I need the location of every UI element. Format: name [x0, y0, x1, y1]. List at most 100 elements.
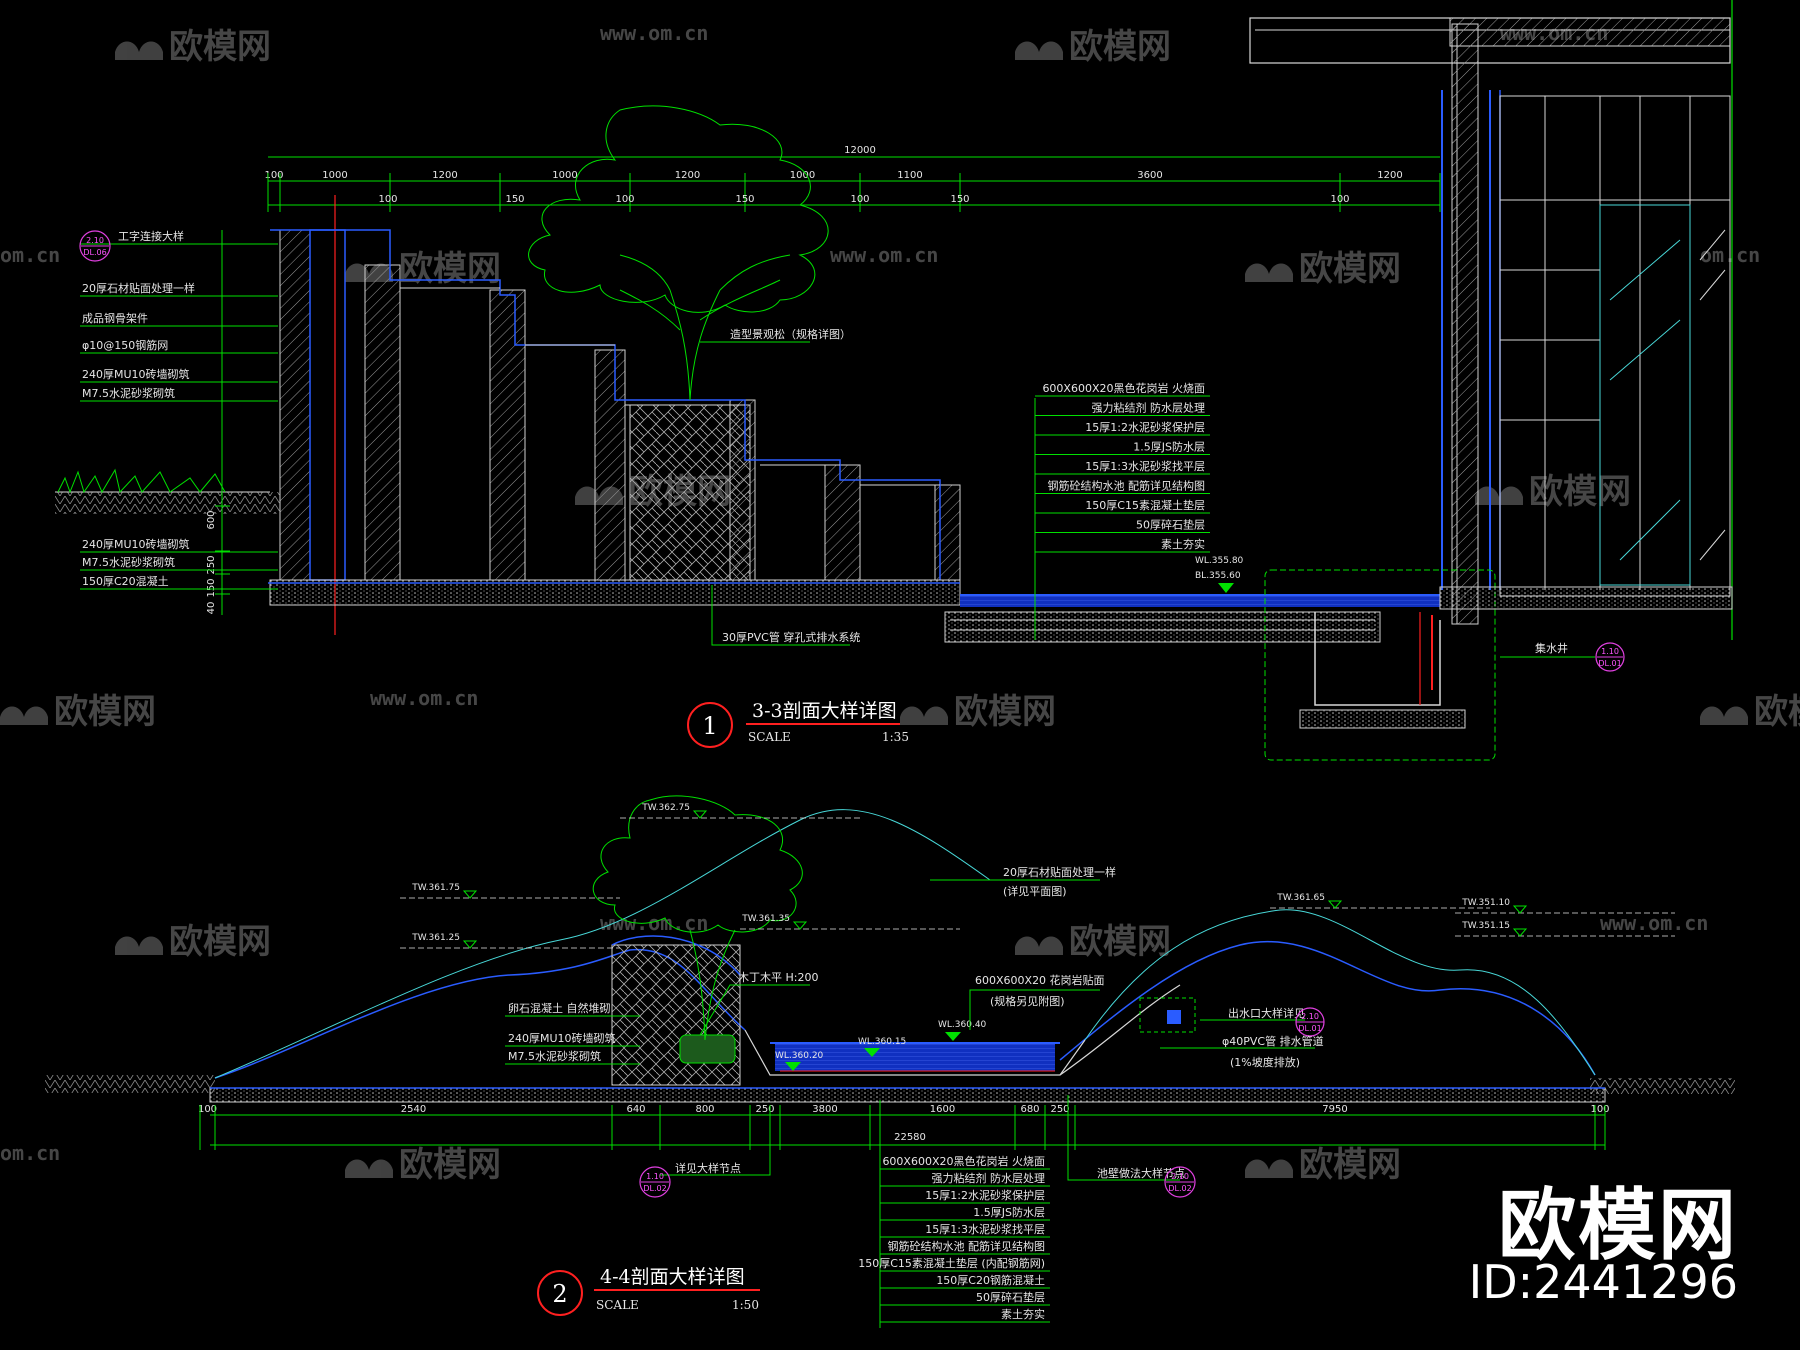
dimension-label-small: 100: [615, 194, 634, 205]
step-wall-1: [364, 264, 401, 581]
watermark-logo: 欧模网: [1475, 472, 1631, 512]
left-label: 成品钢骨架件: [82, 312, 148, 325]
watermark-text: 欧模网: [169, 922, 271, 962]
dimension-label-vertical: 600: [206, 510, 217, 529]
roof-hatch: [1449, 17, 1731, 47]
section2-material-label: 600X600X20黑色花岗岩 火烧面: [882, 1154, 1045, 1168]
watermark-text: 欧模网: [954, 692, 1056, 732]
dimension-label: 1100: [897, 170, 922, 181]
shrub: [679, 1034, 736, 1064]
watermark-logo: 欧模网: [115, 922, 271, 962]
left-label: M7.5水泥砂浆砌筑: [82, 386, 175, 400]
watermark-url: www.om.cn: [1600, 911, 1708, 935]
outlet-box: [1167, 1010, 1181, 1024]
dimension-label-small: 150: [505, 194, 524, 205]
dimension-label-vertical: 40: [206, 602, 217, 615]
material-label: 15厚1:2水泥砂浆保护层: [1085, 420, 1205, 434]
svg-text:2.10: 2.10: [86, 236, 104, 245]
detail-tag-bottom-left: [639, 1166, 671, 1198]
step-wall-5: [934, 484, 961, 581]
watermark-logo: 欧模网: [1700, 692, 1800, 732]
elevation-callouts: TW.362.75TW.361.75TW.361.25TW.361.35TW.3…: [400, 803, 1675, 949]
elevation-marker-pool-3: [945, 1032, 961, 1041]
dimension-total: 12000: [844, 145, 876, 156]
dimension-label-small: 100: [378, 194, 397, 205]
section2-title: 4-4剖面大样详图: [600, 1266, 745, 1288]
watermark-text: 欧模网: [399, 1145, 501, 1185]
watermark-logo: 欧模网: [1015, 922, 1171, 962]
dimension-label: 1200: [1377, 170, 1402, 181]
left-boundary-wall: [279, 229, 311, 581]
pool-level-3: WL.360.40: [938, 1020, 987, 1030]
left-label: φ10@150钢筋网: [82, 338, 168, 352]
pool-water: [960, 595, 1440, 607]
mound-right-cyan: [1084, 909, 1596, 1076]
dimension-label: 100: [264, 170, 283, 181]
section2-left-label: 卵石混凝土 自然堆砌: [508, 1001, 611, 1015]
scale-label: SCALE: [748, 730, 791, 744]
section2-material-label: 15厚1:3水泥砂浆找平层: [925, 1222, 1045, 1236]
watermark-text: 欧模网: [1754, 692, 1800, 732]
section2-material-label: 钢筋砼结构水池 配筋详见结构图: [888, 1239, 1046, 1253]
left-label-lower: M7.5水泥砂浆砌筑: [82, 555, 175, 569]
left-label-lower: 240厚MU10砖墙砌筑: [82, 537, 190, 551]
section2-number: 2: [552, 1280, 567, 1308]
mound-left-cyan: [214, 809, 991, 1079]
dimension-label: 1000: [552, 170, 577, 181]
outlet-detail-boundary: [1139, 997, 1196, 1033]
dimension-label-2: 800: [695, 1104, 714, 1115]
section-4-4-detail: WL.360.20 WL.360.15 WL.360.40 TW.362.75T…: [45, 795, 1735, 1328]
material-label: 50厚碎石垫层: [1136, 518, 1205, 532]
grass-tufts: [57, 468, 226, 494]
elevation-label: TW.361.35: [741, 914, 790, 924]
tree-drawing: [528, 105, 829, 401]
elevation-label: TW.361.75: [411, 883, 460, 893]
section2-scale-value: 1:50: [732, 1298, 759, 1312]
bottom-level-label: BL.355.60: [1195, 571, 1241, 581]
sump-outline: [1314, 612, 1441, 706]
dimension-label-2: 1600: [930, 1104, 955, 1115]
facade-window-frame: [1499, 95, 1731, 597]
cladding-label-1: 20厚石材贴面处理一样: [1003, 865, 1116, 879]
dimension-label-vertical: 250: [206, 555, 217, 574]
elevation-marker-pool-2: [864, 1048, 880, 1057]
section2-material-label: 150厚C20钢筋混凝土: [936, 1273, 1045, 1287]
left-label-lower: 150厚C20混凝土: [82, 574, 169, 588]
section2-left-label: 240厚MU10砖墙砌筑: [508, 1031, 616, 1045]
pool-water-2: [775, 1043, 1055, 1071]
svg-text:DL.01: DL.01: [1298, 1024, 1321, 1033]
dimension-label-2: 680: [1020, 1104, 1039, 1115]
watermark-logo: 欧模网: [900, 692, 1056, 732]
dimension-total-2: 22580: [894, 1132, 926, 1143]
slope-label: (1%坡度排放): [1230, 1055, 1300, 1069]
section-number-circle: [687, 702, 733, 748]
elevation-label: TW.361.65: [1276, 893, 1325, 903]
pool-base-layers: [944, 611, 1381, 643]
material-label: 钢筋砼结构水池 配筋详见结构图: [1048, 479, 1206, 493]
material-label: 15厚1:3水泥砂浆找平层: [1085, 459, 1205, 473]
foundation-gravel: [269, 579, 961, 606]
scale-value: 1:35: [882, 730, 909, 744]
dimension-label: 1000: [790, 170, 815, 181]
glass-door: [1599, 204, 1691, 586]
dimension-label-2: 100: [198, 1104, 217, 1115]
elevation-label: TW.351.15: [1461, 921, 1510, 931]
dimension-label-small: 150: [950, 194, 969, 205]
svg-text:DL.01: DL.01: [1598, 659, 1621, 668]
left-label: 工字连接大样: [118, 229, 184, 243]
left-label: 20厚石材贴面处理一样: [82, 281, 195, 295]
tree-label: 造型景观松（规格详图）: [730, 327, 851, 341]
section2-material-label: 1.5厚JS防水层: [973, 1205, 1045, 1219]
brand-logo-text: 欧模网: [1497, 1181, 1738, 1271]
pool-level-1: WL.360.20: [775, 1051, 824, 1061]
dimension-label-2: 7950: [1322, 1104, 1347, 1115]
watermark-text: 欧模网: [1069, 27, 1171, 67]
paving-label-1: 600X600X20 花岗岩贴面: [975, 973, 1105, 987]
left-label: 240厚MU10砖墙砌筑: [82, 367, 190, 381]
